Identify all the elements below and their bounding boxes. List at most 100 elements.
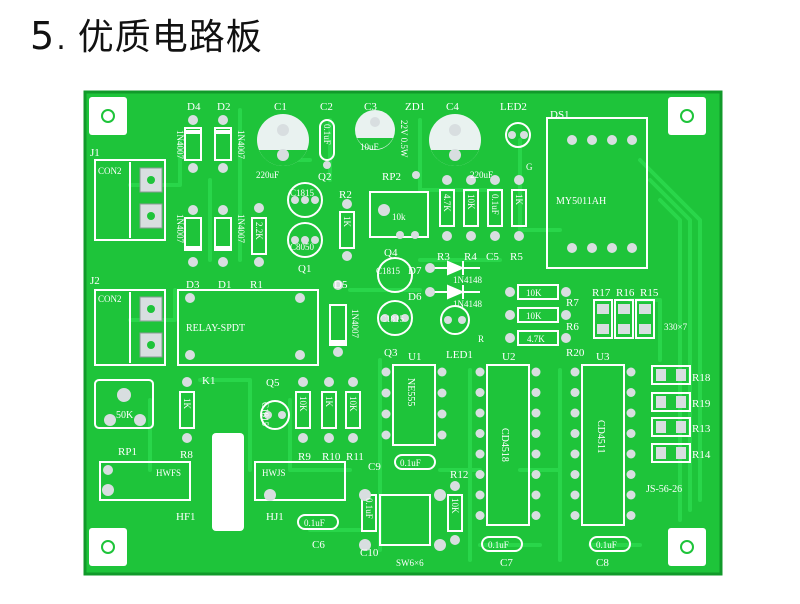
label-js: JS-56-26 [646,484,682,495]
label-zd1-value: 22V 0.5W [399,120,409,158]
label-R17: R17 [592,287,611,299]
label-Q1: Q1 [298,263,311,275]
heading-title: 优质电路板 [77,17,263,58]
label-d1-value: 1N4007 [236,214,246,243]
label-d2-value: 1N4007 [236,130,246,159]
ic-pin-pad [531,490,541,500]
ic-pin-pad [531,367,541,377]
electrolytic-capacitors [257,110,481,167]
label-U2: U2 [502,351,515,363]
label-D6: D6 [408,291,422,303]
ic-pin-pad [570,429,580,438]
label-LED1: LED1 [446,349,473,361]
label-R5: R5 [510,251,523,263]
label-R10: R10 [322,451,341,463]
label-r4-value: 10K [466,194,476,210]
ic-pin-pad [437,388,447,398]
ic-pin-pad [626,470,636,479]
ic-pin-pad [475,470,485,479]
label-r6-value: 10K [526,311,542,321]
label-RP2: RP2 [382,171,401,183]
label-r10-value: 1K [324,396,334,408]
label-J1: J1 [90,147,100,159]
ic-pin-pad [475,511,485,520]
label-R16: R16 [616,287,635,299]
label-c1815-q4: C1815 [376,266,401,276]
label-HJ1: HJ1 [266,511,284,523]
label-R8: R8 [180,449,193,461]
label-D1: D1 [218,279,231,291]
label-cd4518: CD4518 [499,428,510,462]
label-d6-value: 1N4148 [453,299,482,309]
label-c8050: C8050 [290,242,315,252]
label-r20-value: 4.7K [527,334,545,344]
label-c1815-q3: C1815 [380,314,405,324]
ic-pin-pad [531,408,541,418]
label-r1-value: 2.2K [254,222,264,240]
label-r2-value: 1K [342,216,352,228]
label-c9-value: 0.1uF [400,458,421,468]
label-R2: R2 [339,189,352,201]
label-J2: J2 [90,275,100,287]
label-C2: C2 [320,101,333,113]
label-R7: R7 [566,297,579,309]
ic-pin-pad [626,429,636,438]
ic-pin-pad [570,388,580,397]
silkscreen-labels: D4 D2 C1 C2 C3 ZD1 C4 LED2 DS1 J1 CON2 J… [90,101,711,569]
label-rp1-value: 50K [116,410,134,421]
label-R11: R11 [346,451,364,463]
label-C1: C1 [274,101,287,113]
ic-pin-pad [570,408,580,418]
label-D5: D5 [334,279,348,291]
ic-pin-pad [381,409,391,419]
mounting-holes [89,97,706,566]
label-d5-value: 1N4007 [350,309,360,338]
label-R18: R18 [692,372,711,384]
label-Q4: Q4 [384,247,398,259]
label-c1815-q5: C1815 [260,402,270,427]
label-rp2-value: 10k [392,212,406,222]
label-Q5: Q5 [266,377,280,389]
label-d3-value: 1N4007 [175,214,185,243]
label-r3-value: 4.7K [442,194,452,212]
ic-pin-pad [475,388,485,397]
ic-pin-pad [381,388,391,398]
label-r11-value: 10K [348,396,358,412]
label-C6: C6 [312,539,325,551]
ic-pin-pad [437,367,447,377]
label-d4-value: 1N4007 [175,130,185,159]
label-HF1: HF1 [176,511,196,523]
label-330x7: 330×7 [664,322,688,332]
copper-traces [128,108,702,562]
ic-pin-pad [475,367,485,377]
label-c8-value: 0.1uF [596,540,617,550]
label-c3-value: 10uF [360,142,379,152]
label-R12: R12 [450,469,468,481]
ic-pin-pad [475,408,485,418]
label-D7: D7 [408,265,422,277]
ic-pin-pad [626,490,636,500]
ic-pin-pad [570,470,580,479]
label-R14: R14 [692,449,711,461]
label-r12-value: 10K [450,498,460,514]
ic-pin-pad [531,429,541,438]
label-R3: R3 [437,251,450,263]
label-RP1: RP1 [118,446,137,458]
label-D3: D3 [186,279,200,291]
label-relay: RELAY-SPDT [186,323,245,334]
ic-pin-pad [570,490,580,500]
label-U3: U3 [596,351,610,363]
label-hwjs: HWJS [262,468,286,478]
label-G: G [526,162,533,172]
ic-pin-pad [626,511,636,520]
ic-pin-pad [626,449,636,459]
ic-pin-pad [531,470,541,479]
label-ds1-value: MY5011AH [556,196,606,207]
heading-dot: . [56,22,66,57]
ic-pin-pad [626,388,636,397]
label-CON2-bottom: CON2 [98,294,122,304]
label-D2: D2 [217,101,230,113]
ic-pin-pad [437,409,447,419]
label-C4: C4 [446,101,459,113]
